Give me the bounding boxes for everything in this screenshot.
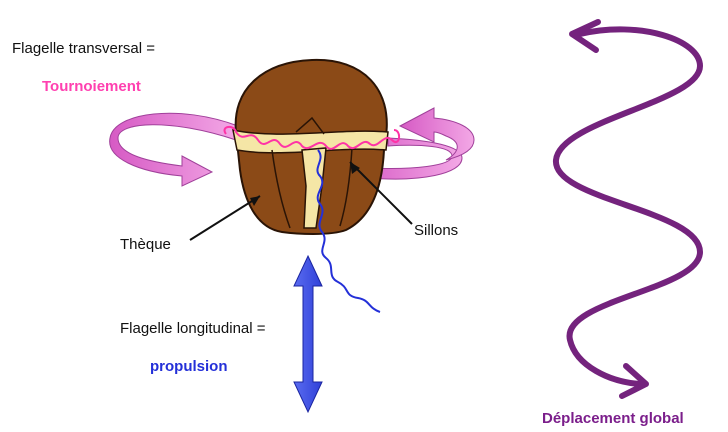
movement-path	[556, 29, 700, 384]
spinning-label: Tournoiement	[42, 78, 141, 95]
overall-movement-label: Déplacement global	[542, 410, 684, 427]
transverse-flagellum-label: Flagelle transversal =	[12, 40, 155, 57]
longitudinal-flagellum-label: Flagelle longitudinal =	[120, 320, 266, 337]
propulsion-arrow	[294, 256, 322, 412]
movement-arrowhead-top	[572, 22, 598, 50]
theca-label: Thèque	[120, 236, 171, 253]
rotation-arrow-left	[110, 113, 238, 186]
theca-callout-line	[190, 196, 260, 240]
grooves-label: Sillons	[414, 222, 458, 239]
propulsion-label: propulsion	[150, 358, 228, 375]
